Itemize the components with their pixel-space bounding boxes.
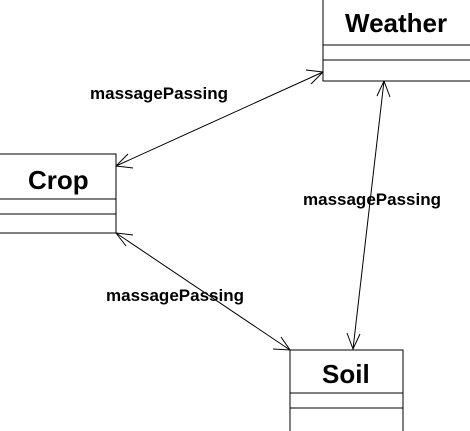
class-box [322,0,470,82]
arrowhead-to-soil [346,332,361,351]
class-crop[interactable]: Crop [0,153,117,234]
association-weather-soil[interactable] [346,79,391,351]
class-name-soil: Soil [322,359,370,389]
class-box [0,153,117,234]
class-soil[interactable]: Soil [289,349,404,431]
arrowhead-to-crop [114,153,134,169]
class-box [289,349,404,431]
class-name-weather: Weather [345,8,447,38]
association-label-crop-weather: massagePassing [90,84,228,103]
association-label-crop-soil: massagePassing [106,286,244,305]
arrowhead-to-weather [305,69,325,85]
edge-line [115,71,324,167]
class-weather[interactable]: Weather [322,0,470,82]
edge-line [352,80,385,350]
edge-line [115,232,291,351]
association-label-weather-soil: massagePassing [303,190,441,209]
class-name-crop: Crop [28,165,89,195]
